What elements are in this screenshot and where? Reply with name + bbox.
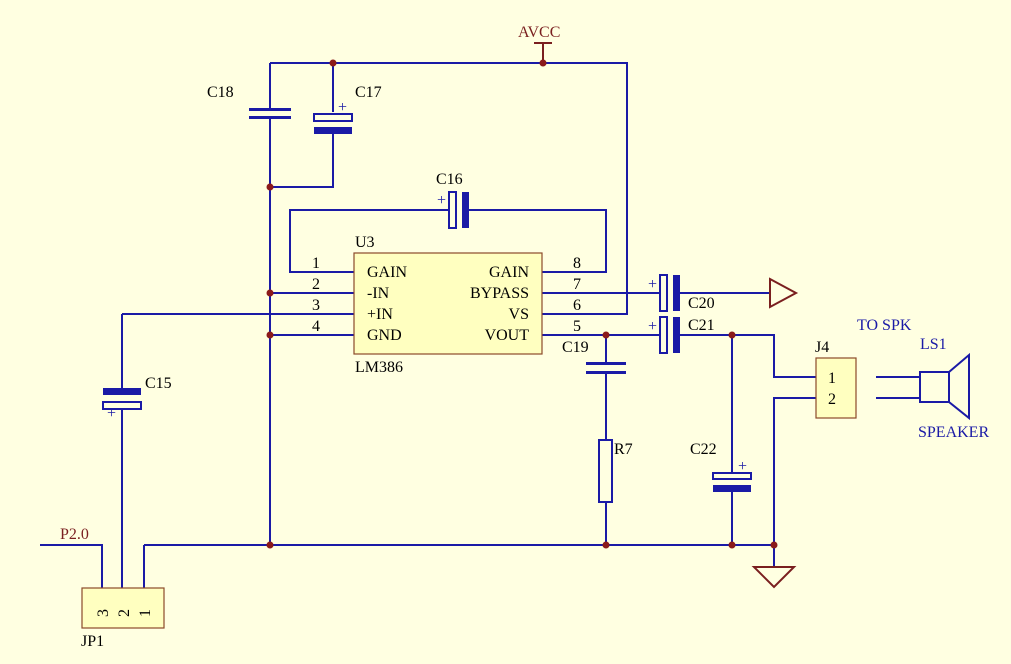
connector-body (81, 587, 165, 629)
svg-text:VS: VS (509, 306, 529, 323)
u3-part: LM386 (355, 359, 403, 376)
ground-symbol (769, 277, 799, 309)
speaker-ls1: LS1 SPEAKER (918, 336, 989, 441)
junction (728, 541, 736, 549)
connector-body (815, 357, 857, 419)
svg-text:C19: C19 (562, 339, 589, 356)
svg-text:5: 5 (573, 318, 581, 335)
ground-symbol (751, 566, 797, 589)
wires (40, 62, 920, 588)
polarity-mark: + (338, 99, 347, 116)
svg-text:C21: C21 (688, 317, 715, 334)
svg-text:3: 3 (312, 297, 320, 314)
svg-text:3: 3 (95, 609, 112, 617)
polarity-mark: + (648, 276, 657, 293)
avcc-label: AVCC (518, 24, 560, 41)
svg-text:2: 2 (312, 276, 320, 293)
svg-text:GAIN: GAIN (367, 264, 407, 281)
svg-text:C17: C17 (355, 84, 382, 101)
u3-ref: U3 (355, 234, 375, 251)
svg-text:R7: R7 (614, 441, 633, 458)
svg-text:+IN: +IN (367, 306, 393, 323)
connector-j4: J4 1 2 (815, 339, 857, 419)
svg-text:8: 8 (573, 255, 581, 272)
junction (266, 541, 274, 549)
polarity-mark: + (437, 192, 446, 209)
junction (266, 331, 274, 339)
junction (539, 59, 547, 67)
avcc-power-symbol: AVCC (518, 24, 560, 63)
svg-text:2: 2 (116, 609, 133, 617)
ic-u3-lm386: U3 1 2 3 4 GAIN -IN +IN GND GAIN BYPASS … (312, 234, 581, 376)
capacitor-c22: + C22 (690, 441, 752, 492)
pin-numbers-left: 1 2 3 4 (312, 255, 320, 335)
svg-text:C20: C20 (688, 295, 715, 312)
junction (329, 59, 337, 67)
svg-text:1: 1 (828, 370, 836, 387)
connector-jp1: 3 2 1 JP1 (81, 587, 165, 650)
svg-text:VOUT: VOUT (485, 327, 530, 344)
speaker-icon (919, 371, 950, 403)
svg-text:C18: C18 (207, 84, 234, 101)
svg-text:1: 1 (312, 255, 320, 272)
junction (602, 541, 610, 549)
resistor-r7: R7 (598, 439, 633, 503)
capacitor-c15: + C15 (102, 375, 172, 422)
ls1-ref: LS1 (920, 336, 947, 353)
capacitor-c18: C18 (207, 84, 291, 119)
net-label-p20: P2.0 (60, 526, 89, 543)
polarity-mark: + (738, 458, 747, 475)
junctions (266, 59, 778, 549)
svg-text:7: 7 (573, 276, 581, 293)
jp1-ref: JP1 (81, 633, 104, 650)
capacitor-c16: + C16 (436, 171, 469, 229)
polarity-mark: + (648, 318, 657, 335)
capacitor-c19: C19 (562, 339, 626, 374)
svg-text:C15: C15 (145, 375, 172, 392)
capacitor-c20: + C20 (648, 274, 715, 312)
svg-text:BYPASS: BYPASS (470, 285, 529, 302)
net-label-to-spk: TO SPK (857, 317, 912, 334)
polarity-mark: + (107, 405, 116, 422)
junction (602, 331, 610, 339)
svg-text:2: 2 (828, 391, 836, 408)
svg-text:6: 6 (573, 297, 581, 314)
svg-text:C22: C22 (690, 441, 717, 458)
junction (770, 541, 778, 549)
pin-names-left: GAIN -IN +IN GND (367, 264, 407, 344)
svg-text:4: 4 (312, 318, 320, 335)
svg-text:C16: C16 (436, 171, 463, 188)
junction (728, 331, 736, 339)
j4-ref: J4 (815, 339, 829, 356)
speaker-label: SPEAKER (918, 424, 989, 441)
pin-numbers-right: 8 7 6 5 (573, 255, 581, 335)
pin-names-right: GAIN BYPASS VS VOUT (470, 264, 529, 344)
svg-text:1: 1 (137, 609, 154, 617)
capacitor-c21: + C21 (648, 316, 715, 354)
junction (266, 289, 274, 297)
svg-text:-IN: -IN (367, 285, 390, 302)
junction (266, 183, 274, 191)
ic-body (353, 252, 543, 355)
svg-text:GND: GND (367, 327, 402, 344)
capacitor-c17: + C17 (313, 84, 382, 134)
svg-text:GAIN: GAIN (489, 264, 529, 281)
